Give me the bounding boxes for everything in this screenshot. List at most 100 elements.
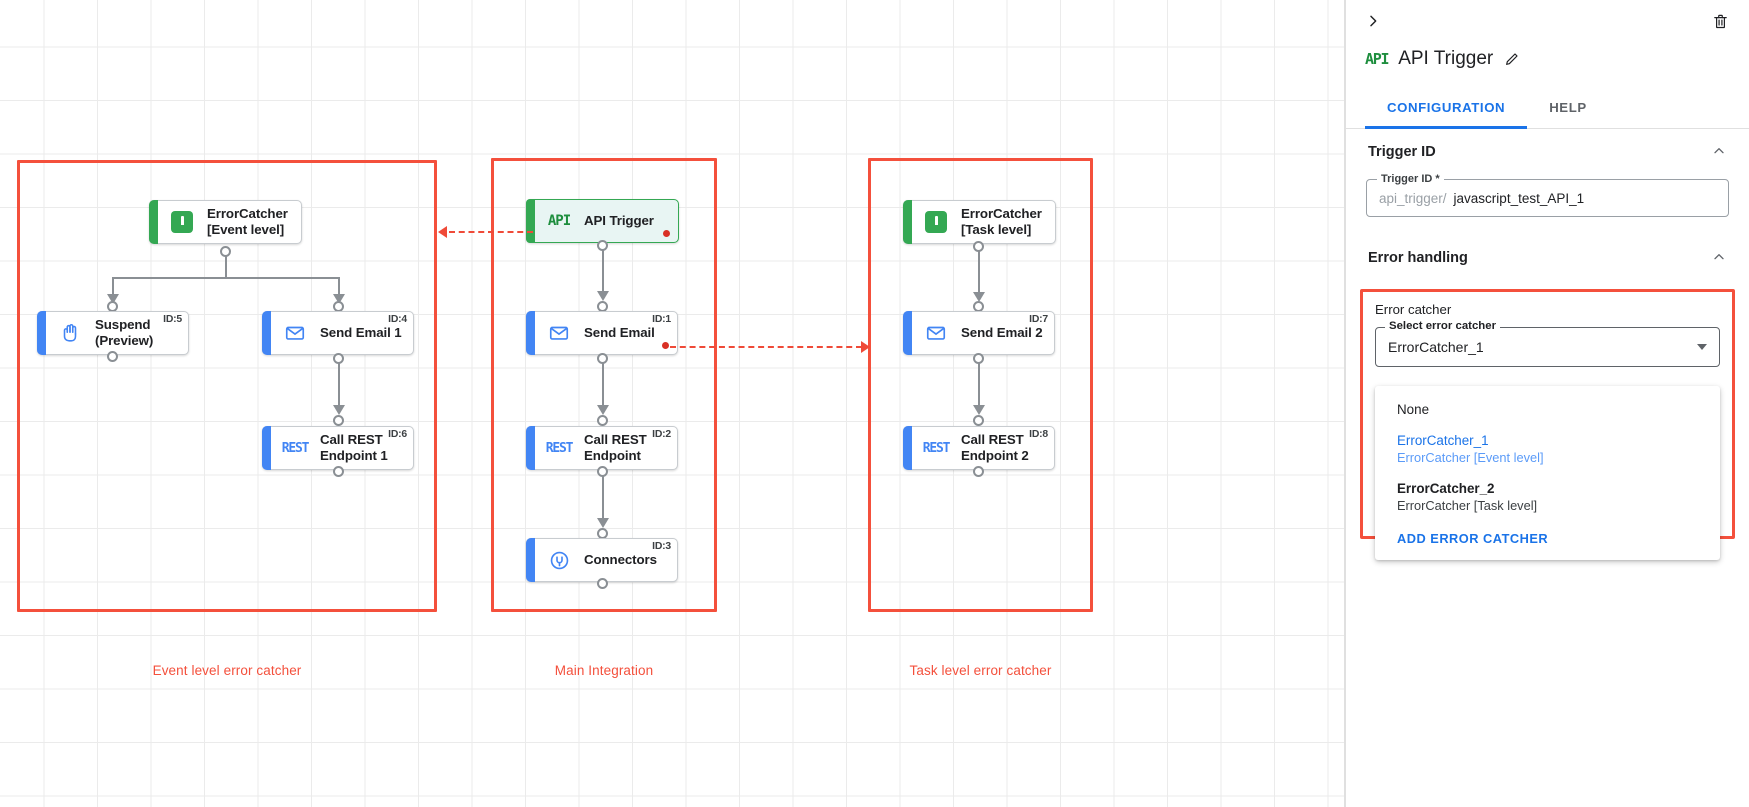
port-out-connectors[interactable] (597, 578, 608, 589)
port-in-call-rest-1[interactable] (333, 415, 344, 426)
arrow-to-connectors (597, 518, 609, 528)
option-primary: ErrorCatcher_2 (1397, 481, 1495, 496)
tab-help[interactable]: HELP (1549, 100, 1587, 115)
dropdown-option-errorcatcher-1[interactable]: ErrorCatcher_1 ErrorCatcher [Event level… (1375, 425, 1720, 473)
rest-icon-label: REST (281, 440, 310, 456)
error-catcher-icon (923, 209, 949, 235)
edge-send-email-2-to-call-rest-2 (978, 363, 980, 409)
error-catcher-dropdown[interactable]: None ErrorCatcher_1 ErrorCatcher [Event … (1375, 386, 1720, 560)
node-accent-bar (526, 538, 535, 582)
api-icon: API (1365, 50, 1390, 68)
node-label: Connectors (584, 552, 657, 568)
node-id-badge: ID:5 (163, 314, 182, 325)
error-link-arrow-left (438, 226, 447, 238)
arrow-to-call-rest (597, 405, 609, 415)
node-label: ErrorCatcher [Task level] (961, 206, 1042, 237)
node-label: API Trigger (584, 213, 654, 229)
properties-panel: API API Trigger CONFIGURATION HELP Trigg… (1345, 0, 1749, 807)
tab-configuration[interactable]: CONFIGURATION (1365, 90, 1528, 129)
node-label: Call REST Endpoint 1 (320, 432, 388, 463)
rest-icon-label: REST (922, 440, 951, 456)
trigger-id-field-wrap: Trigger ID * api_trigger/ javascript_tes… (1346, 173, 1749, 217)
chevron-up-icon[interactable] (1711, 249, 1727, 268)
node-accent-bar (262, 311, 271, 355)
node-accent-bar (903, 200, 912, 244)
node-call-rest-endpoint[interactable]: REST Call REST Endpoint ID:2 (526, 426, 678, 470)
node-send-email[interactable]: Send Email ID:1 (526, 311, 678, 355)
port-out-call-rest-2[interactable] (973, 466, 984, 477)
node-send-email-1[interactable]: Send Email 1 ID:4 (262, 311, 414, 355)
node-connectors[interactable]: Connectors ID:3 (526, 538, 678, 582)
arrow-to-send-email (597, 291, 609, 301)
edge-send-email-to-call-rest (602, 363, 604, 409)
chevron-down-icon[interactable] (1697, 344, 1707, 350)
port-in-call-rest[interactable] (597, 415, 608, 426)
add-error-catcher-button[interactable]: ADD ERROR CATCHER (1397, 531, 1549, 546)
edge-send-email-1-to-call-rest-1 (338, 363, 340, 409)
node-label: Call REST Endpoint 2 (961, 432, 1029, 463)
edit-pencil-icon[interactable] (1503, 50, 1521, 68)
node-send-email-2[interactable]: Send Email 2 ID:7 (903, 311, 1055, 355)
node-call-rest-endpoint-2[interactable]: REST Call REST Endpoint 2 ID:8 (903, 426, 1055, 470)
edge-branch-horizontal (112, 277, 339, 279)
page-title: API Trigger (1398, 48, 1494, 69)
arrow-to-call-rest-1 (333, 405, 345, 415)
section-title: Trigger ID (1368, 144, 1436, 160)
node-accent-bar (262, 426, 271, 470)
port-out-call-rest-1[interactable] (333, 466, 344, 477)
caption-event-level: Event level error catcher (152, 663, 302, 678)
node-errorcatcher-event-level[interactable]: ErrorCatcher [Event level] (149, 200, 302, 244)
node-errorcatcher-task-level[interactable]: ErrorCatcher [Task level] (903, 200, 1056, 244)
caption-task-level: Task level error catcher (909, 663, 1052, 678)
delete-button[interactable] (1707, 8, 1733, 34)
edge-call-rest-to-connectors (602, 476, 604, 522)
section-title: Error handling (1368, 250, 1468, 266)
port-out-suspend[interactable] (107, 351, 118, 362)
node-accent-bar (526, 199, 535, 243)
node-label: Call REST Endpoint (584, 432, 647, 463)
node-api-trigger[interactable]: API API Trigger (526, 199, 679, 243)
error-link-send-email-to-task-catcher (670, 346, 862, 348)
rest-icon: REST (545, 435, 574, 461)
option-secondary: ErrorCatcher [Event level] (1397, 450, 1544, 465)
node-id-badge: ID:2 (652, 429, 671, 440)
error-link-arrow-right (861, 341, 870, 353)
workflow-canvas[interactable]: Event level error catcher Main Integrati… (0, 0, 1345, 807)
select-error-catcher[interactable]: Select error catcher ErrorCatcher_1 (1375, 320, 1720, 367)
node-suspend[interactable]: Suspend (Preview) ID:5 (37, 311, 189, 355)
edge-errorcatcher-task-to-send-email-2 (978, 251, 980, 297)
collapse-panel-button[interactable] (1360, 8, 1386, 34)
arrow-to-suspend (107, 294, 119, 304)
hand-icon (57, 320, 83, 346)
chevron-up-icon[interactable] (1711, 143, 1727, 162)
node-id-badge: ID:4 (388, 314, 407, 325)
trigger-id-value: javascript_test_API_1 (1453, 190, 1585, 206)
error-link-api-trigger-to-event-catcher (449, 231, 533, 233)
panel-header (1346, 0, 1749, 40)
edge-branch-left (112, 277, 114, 299)
node-label: ErrorCatcher [Event level] (207, 206, 288, 237)
section-header-error-handling[interactable]: Error handling (1346, 235, 1749, 281)
arrow-to-send-email-1 (333, 294, 345, 304)
rest-icon-label: REST (545, 440, 574, 456)
error-catcher-icon (169, 209, 195, 235)
port-in-call-rest-2[interactable] (973, 415, 984, 426)
section-header-trigger-id[interactable]: Trigger ID (1346, 129, 1749, 175)
node-id-badge: ID:1 (652, 314, 671, 325)
option-secondary: ErrorCatcher [Task level] (1397, 498, 1538, 513)
node-label: Send Email 2 (961, 325, 1043, 341)
dropdown-option-errorcatcher-2[interactable]: ErrorCatcher_2 ErrorCatcher [Task level] (1375, 473, 1720, 521)
trigger-id-input[interactable]: Trigger ID * api_trigger/ javascript_tes… (1366, 173, 1729, 217)
error-catcher-block: Error catcher Select error catcher Error… (1360, 289, 1735, 560)
node-call-rest-endpoint-1[interactable]: REST Call REST Endpoint 1 ID:6 (262, 426, 414, 470)
error-catcher-label: Error catcher (1375, 302, 1452, 317)
envelope-icon (923, 320, 949, 346)
dropdown-option-none[interactable]: None (1375, 394, 1720, 425)
rest-icon: REST (281, 435, 310, 461)
group-box-task-level (868, 158, 1093, 612)
trigger-id-prefix: api_trigger/ (1379, 190, 1447, 206)
node-id-badge: ID:3 (652, 541, 671, 552)
node-id-badge: ID:8 (1029, 429, 1048, 440)
caption-main-integration: Main Integration (554, 663, 654, 678)
